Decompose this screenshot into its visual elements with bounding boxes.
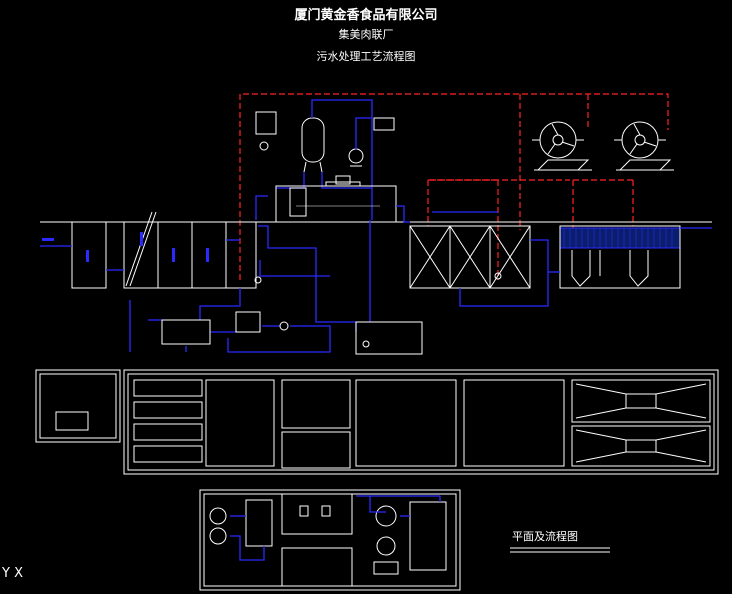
inlet-pipe <box>40 239 240 271</box>
plan-view <box>35 369 719 475</box>
blower-1 <box>532 121 592 171</box>
pump-top <box>348 148 364 167</box>
plan-label: 平面及流程图 <box>512 530 578 543</box>
aeration-tank <box>409 225 531 289</box>
pressure-tank <box>301 117 325 173</box>
settling-tank <box>559 225 681 289</box>
company-title: 厦门黄金香食品有限公司 <box>294 8 438 23</box>
blower-2 <box>614 121 674 171</box>
box-control <box>373 117 395 131</box>
inlet-tanks <box>71 211 257 289</box>
equipment-room-pipes <box>230 495 441 561</box>
drawing-title: 污水处理工艺流程图 <box>316 50 416 63</box>
box-dosing <box>255 111 277 135</box>
equipment-room <box>199 489 461 591</box>
equipment-lower <box>161 276 423 355</box>
flotation-unit <box>275 175 397 223</box>
air-pipes <box>239 93 669 280</box>
pipes-top <box>255 99 373 220</box>
plant-title: 集美肉联厂 <box>338 28 394 41</box>
ucs-icon: Y X <box>2 566 23 581</box>
valve-top <box>259 141 269 151</box>
inlet-markers <box>42 232 209 262</box>
